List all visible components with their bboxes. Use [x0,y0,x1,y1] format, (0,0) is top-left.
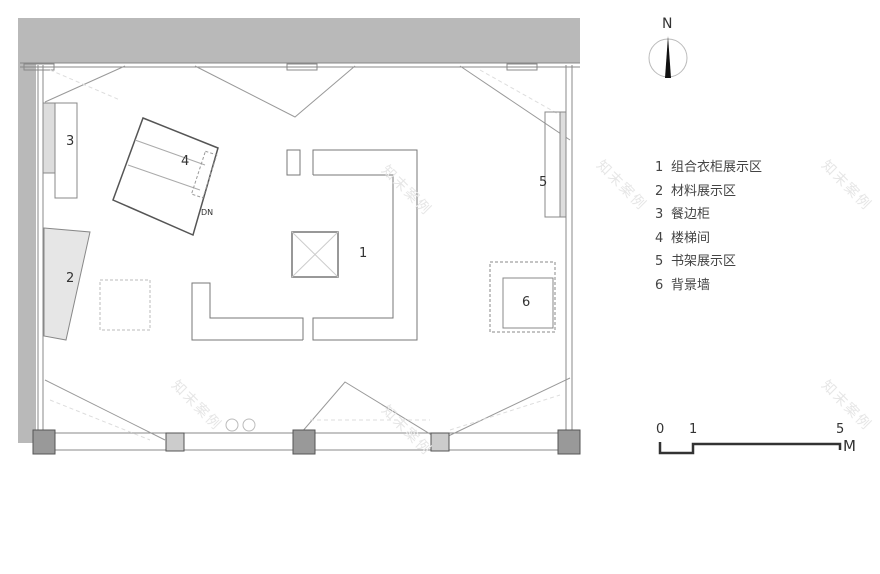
center-column [291,231,339,278]
top-wall [18,18,580,63]
north-label: N [662,16,673,32]
stair-dn-label: DN [201,208,214,217]
area-label-1: 1 [359,246,368,261]
stair [112,117,219,237]
area-label-5: 5 [539,175,548,190]
scale-bar [658,442,842,455]
scale-tick-0: 0 [656,422,665,437]
area-label-4: 4 [181,154,190,169]
fold-dashes [49,69,561,441]
scale-tick-1: 1 [689,422,698,437]
north-arrow-icon [648,36,688,78]
scale-tick-5: 5 [836,422,845,437]
area-label-3: 3 [66,134,75,149]
left-wall [18,63,36,443]
area-label-6: 6 [522,295,531,310]
fold-lines [44,65,571,441]
scale-unit: M [843,437,856,455]
area-label-2: 2 [66,271,75,286]
central-wardrobe-u [191,149,418,341]
columns [32,429,581,455]
side-cabinets [42,102,567,432]
